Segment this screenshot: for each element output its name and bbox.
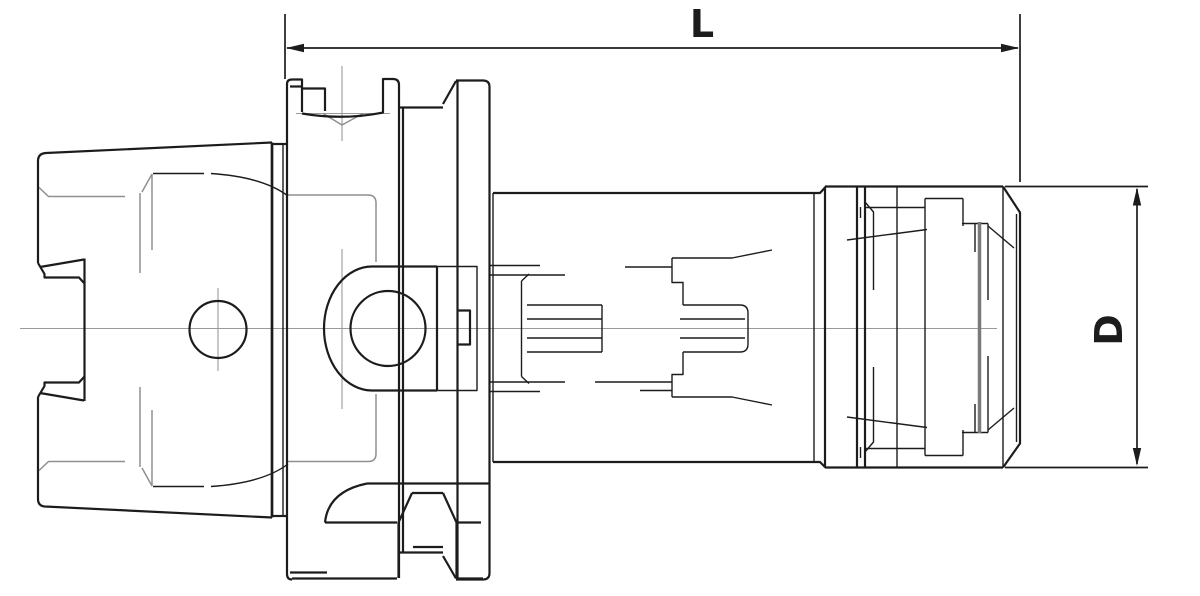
clamping-nut xyxy=(823,185,1022,469)
arrowhead-down-icon xyxy=(1132,448,1142,466)
body-outline xyxy=(492,186,827,469)
wrench-slot-line xyxy=(846,228,928,241)
dimension-label-L: L xyxy=(690,2,714,46)
side-lock-screw-hole xyxy=(349,289,427,368)
collet xyxy=(924,197,963,457)
nut-nose-chamfer xyxy=(1002,185,1022,469)
dimension-length: L xyxy=(284,2,1021,182)
internal-mechanism-lines xyxy=(490,249,773,406)
dimension-label-D: D xyxy=(1087,314,1131,346)
wrench-slot-line xyxy=(846,416,928,429)
arrowhead-up-icon xyxy=(1132,187,1142,206)
shank-bore-cone-lines xyxy=(153,144,289,516)
side-lock-boss xyxy=(322,265,478,392)
flange-outline xyxy=(285,77,491,581)
arrowhead-right-icon xyxy=(1001,43,1019,53)
hidden-contour-lines xyxy=(38,112,377,487)
drive-key-slot xyxy=(301,77,401,578)
coolant-port xyxy=(458,309,472,346)
flange-collar xyxy=(456,79,491,581)
centerlines xyxy=(20,66,997,409)
flange-bottom-cutout xyxy=(323,482,489,580)
shank-side-hole xyxy=(188,299,248,360)
arrowhead-left-icon xyxy=(286,43,304,53)
hsk-shank-outline xyxy=(36,141,287,519)
clamping-screw xyxy=(683,304,749,353)
dimension-diameter: D xyxy=(1005,185,1148,469)
